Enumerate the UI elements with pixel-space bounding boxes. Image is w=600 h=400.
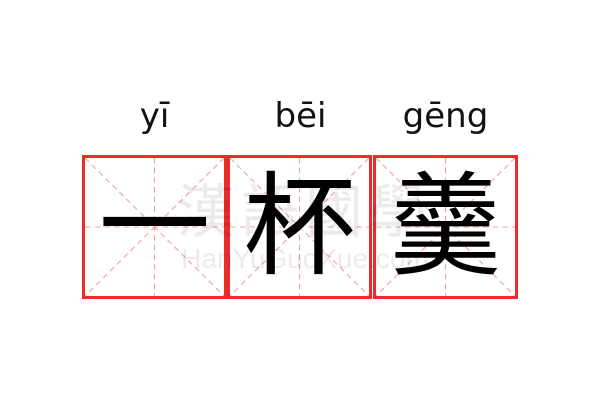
pinyin-2: bēi	[274, 96, 327, 136]
guide-lines	[230, 158, 369, 296]
character-cell-1: 一	[82, 155, 227, 299]
character-grid: 一 杯 羹	[82, 155, 518, 299]
pinyin-1: yī	[139, 96, 170, 136]
character-3: 羹	[389, 162, 502, 292]
guide-lines	[376, 158, 515, 296]
character-1: 一	[98, 162, 211, 292]
character-cell-2: 杯	[227, 155, 372, 299]
character-2: 杯	[243, 162, 356, 292]
character-cell-3: 羹	[373, 155, 518, 299]
pinyin-3: gēng	[402, 96, 489, 136]
guide-lines	[85, 158, 224, 296]
